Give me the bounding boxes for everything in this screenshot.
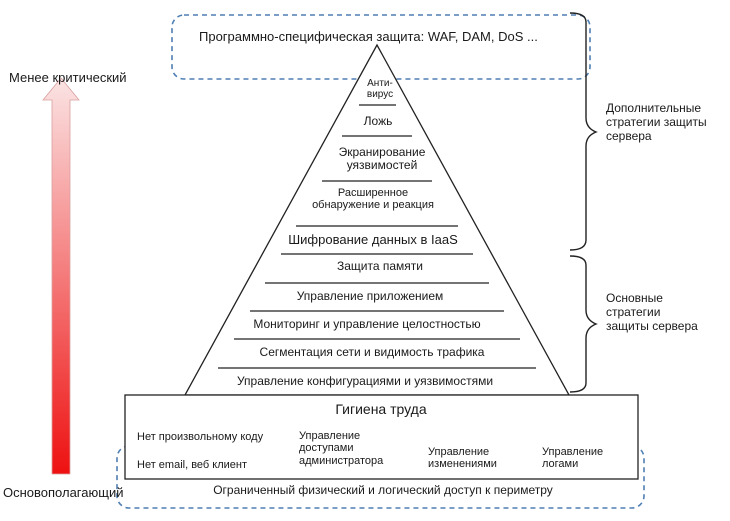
hygiene-item-change-management: Управление изменениями xyxy=(428,446,497,471)
axis-bottom-label: Основополагающий xyxy=(3,485,124,500)
hygiene-item-no-email-web: Нет email, веб клиент xyxy=(137,459,247,471)
hygiene-box xyxy=(124,394,639,480)
base-box-label: Ограниченный физический и логический дос… xyxy=(213,483,553,497)
layer-network-segmentation: Сегментация сети и видимость трафика xyxy=(259,345,485,359)
layer-edr: Расширенное обнаружение и реакция xyxy=(312,187,434,212)
layer-integrity-monitoring: Мониторинг и управление целостностью xyxy=(253,317,481,331)
base-dashed-box xyxy=(116,445,645,509)
layer-vuln-shielding: Экранирование уязвимостей xyxy=(338,145,426,173)
layer-deception: Ложь xyxy=(363,114,393,128)
hygiene-item-no-arbitrary-code: Нет произвольному коду xyxy=(137,431,264,443)
layer-config-vuln-management: Управление конфигурациями и уязвимостями xyxy=(236,374,494,388)
brace-additional-label: Дополнительные стратегии защиты сервера xyxy=(606,101,707,144)
top-box-label: Программно-специфическая защита: WAF, DA… xyxy=(199,29,538,44)
hygiene-title: Гигиена труда xyxy=(335,401,427,417)
layer-iaas-encryption: Шифрование данных в IaaS xyxy=(288,232,458,247)
brace-core xyxy=(569,255,598,393)
layer-antivirus: Анти- вирус xyxy=(366,78,394,101)
layer-memory-protection: Защита памяти xyxy=(337,259,423,273)
hygiene-item-admin-access: Управление доступами администратора xyxy=(299,430,384,467)
brace-additional xyxy=(569,12,598,251)
pyramid-dividers xyxy=(218,104,536,369)
layer-app-control: Управление приложением xyxy=(296,289,444,303)
criticality-arrow xyxy=(42,77,80,475)
axis-top-label: Менее критический xyxy=(9,70,127,85)
hygiene-item-log-management: Управление логами xyxy=(542,446,604,471)
brace-core-label: Основные стратегии защиты сервера xyxy=(606,291,698,334)
